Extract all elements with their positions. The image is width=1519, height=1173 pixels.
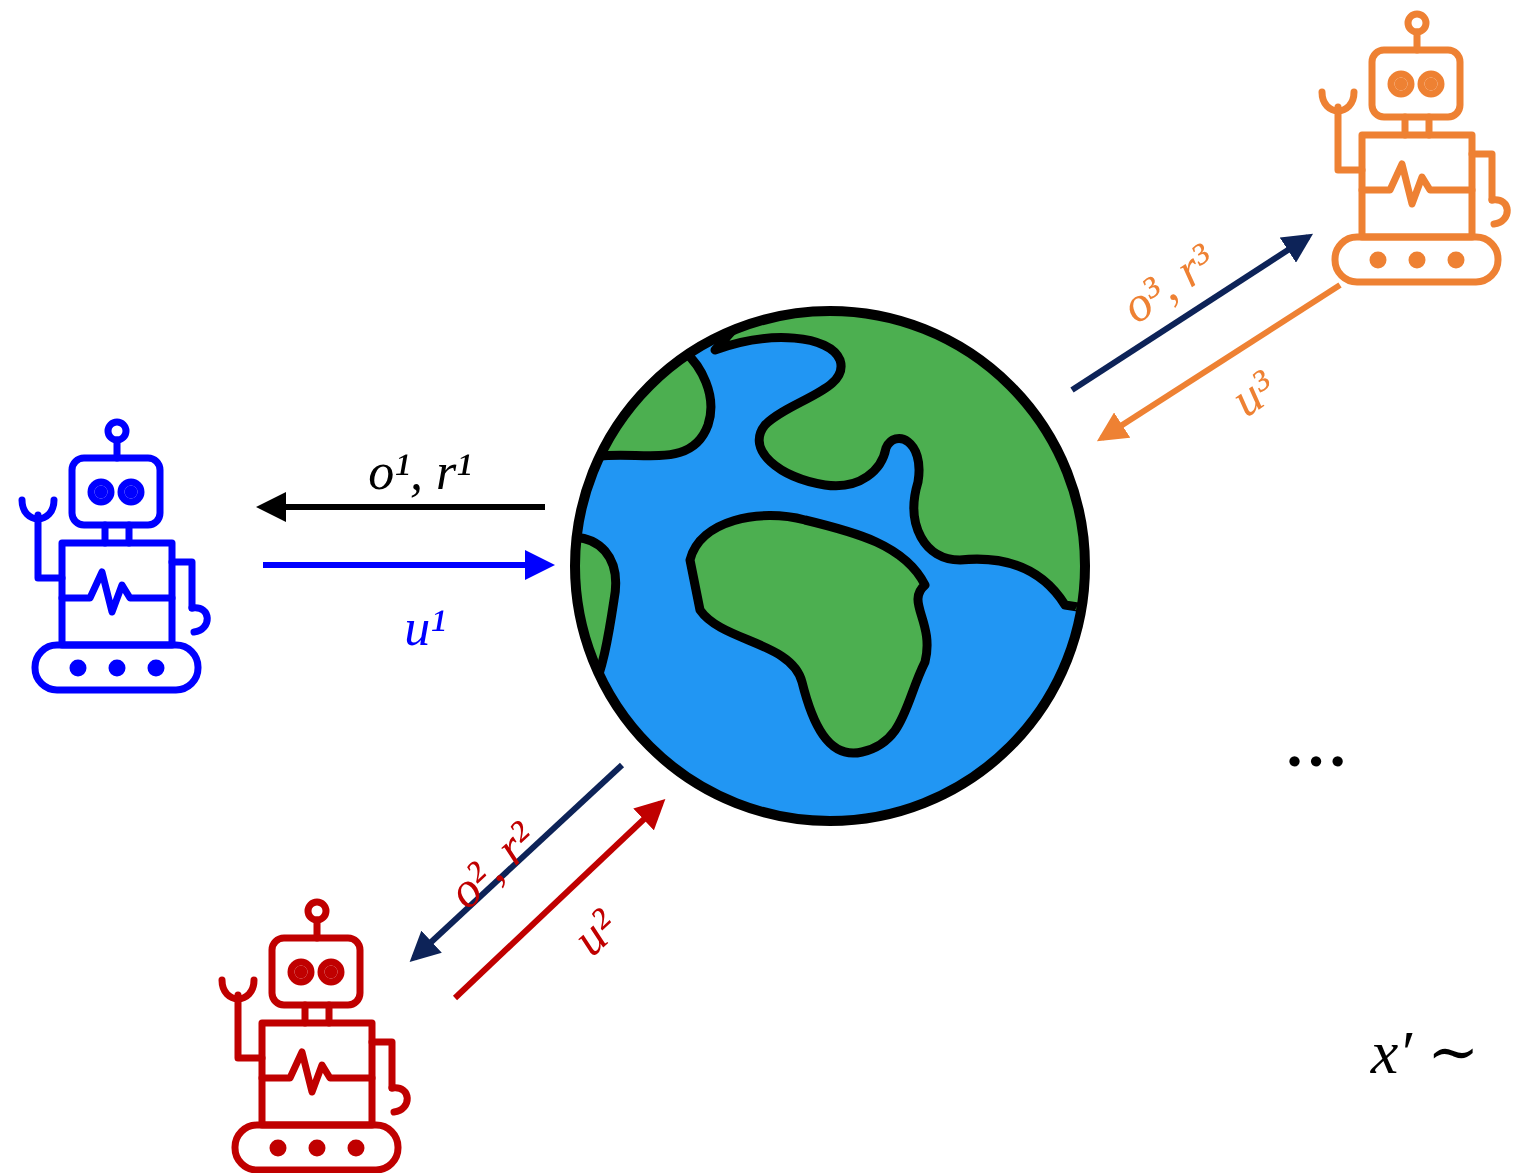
arrow [263, 562, 549, 568]
action-label: u³ [1222, 361, 1283, 425]
ellipsis: … [1284, 713, 1348, 777]
observation-label: o³, r³ [1113, 234, 1223, 331]
robot-icon [1322, 14, 1507, 282]
transition-label: x′ ∼ [1371, 1021, 1480, 1083]
globe [560, 300, 1120, 821]
action-label: u² [563, 900, 626, 964]
arrow [262, 504, 545, 510]
observation-label: o², r² [439, 813, 546, 917]
observation-label: o¹, r¹ [368, 446, 471, 498]
robot-icon [22, 422, 207, 690]
action-label: u¹ [404, 602, 446, 654]
robot-icon [222, 902, 407, 1170]
